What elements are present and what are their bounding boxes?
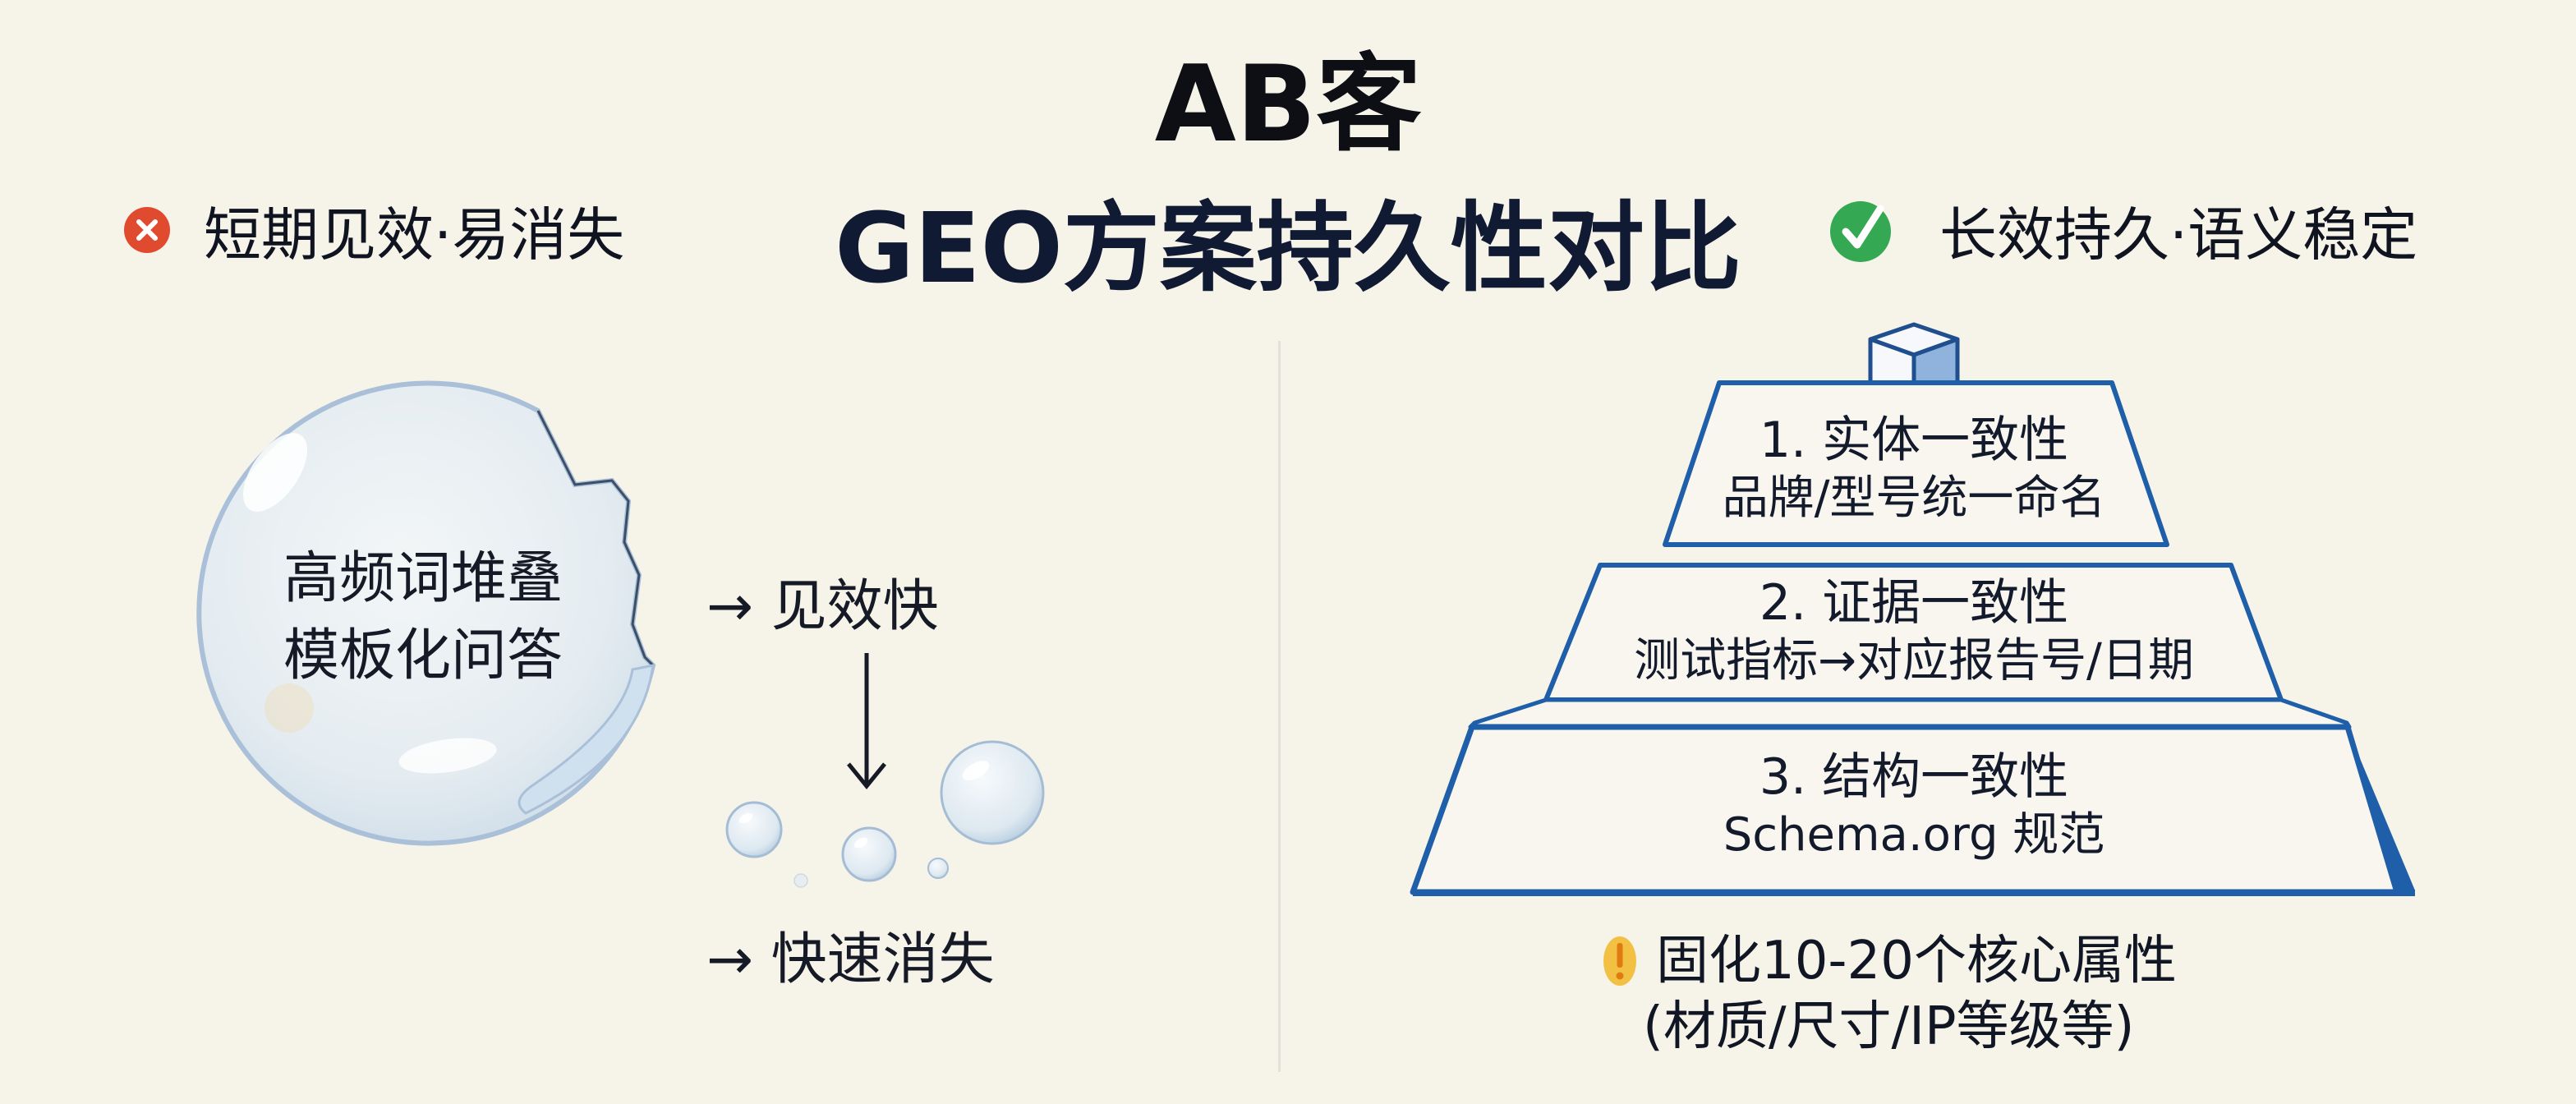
tier-2-desc: 测试指标→对应报告号/日期 [1634, 634, 2194, 688]
warning-icon [1603, 936, 1636, 986]
page-title: AB客 [1154, 44, 1422, 166]
down-arrow-icon [847, 653, 886, 789]
small-bubbles [725, 740, 1045, 888]
check-circle-icon [1830, 201, 1891, 262]
pyramid-tier-3 [1410, 697, 2415, 896]
page-subtitle: GEO方案持久性对比 [835, 191, 1741, 305]
bubble-label: 高频词堆叠 模板化问答 [259, 540, 587, 695]
bubble-label-line: 高频词堆叠 [283, 546, 563, 611]
panel-divider [1278, 341, 1281, 1072]
long-term-label: 长效持久·语义稳定 [1939, 200, 2418, 269]
bubble-illustration [196, 380, 1045, 888]
tier-2-text: 2. 证据一致性 测试指标→对应报告号/日期 [1544, 573, 2284, 690]
short-term-tag: 短期见效·易消失 [123, 189, 624, 271]
flow-step-fast-disappear: → 快速消失 [706, 927, 995, 992]
tier-1-text: 1. 实体一致性 品牌/型号统一命名 [1668, 411, 2160, 527]
pyramid-illustration [1410, 322, 2415, 896]
flow-step-fast-effect: → 见效快 [706, 574, 939, 639]
cracked-bubble [196, 380, 656, 846]
bubble-label-line: 模板化问答 [283, 623, 563, 688]
long-term-tag: 长效持久·语义稳定 [1828, 189, 2417, 271]
tier-3-desc: Schema.org 规范 [1723, 808, 2105, 862]
note-line-1: 固化10-20个核心属性 [1656, 931, 2177, 991]
pyramid-tier-1 [1663, 380, 2169, 547]
short-term-label: 短期见效·易消失 [204, 200, 625, 269]
tier-1-desc: 品牌/型号统一命名 [1722, 472, 2106, 525]
tier-2-title: 2. 证据一致性 [1759, 574, 2069, 632]
tier-3-title: 3. 结构一致性 [1759, 748, 2069, 806]
x-circle-icon [124, 207, 170, 253]
tier-1-title: 1. 实体一致性 [1759, 412, 2069, 469]
note-line-2: (材质/尺寸/IP等级等) [1643, 996, 2135, 1057]
core-attributes-note: 固化10-20个核心属性 (材质/尺寸/IP等级等) [1602, 928, 2177, 1060]
tier-3-text: 3. 结构一致性 Schema.org 规范 [1503, 748, 2325, 864]
